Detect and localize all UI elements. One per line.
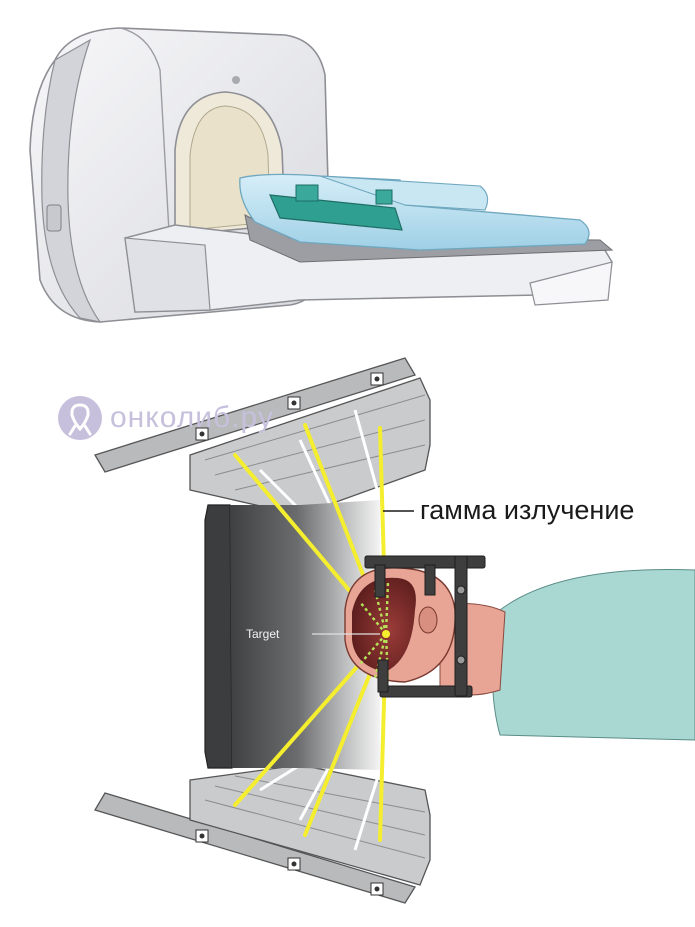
watermark-text: онколиб.ру <box>110 401 274 435</box>
target-label: Target <box>246 627 279 641</box>
target-point <box>382 630 390 638</box>
ear <box>419 607 437 633</box>
gamma-knife-machine <box>30 28 612 322</box>
patient-gown <box>493 570 695 741</box>
watermark: онколиб.ру <box>58 396 274 440</box>
gamma-radiation-label: гамма излучение <box>420 495 634 526</box>
radiation-shield <box>205 505 232 768</box>
side-handle <box>47 205 61 231</box>
